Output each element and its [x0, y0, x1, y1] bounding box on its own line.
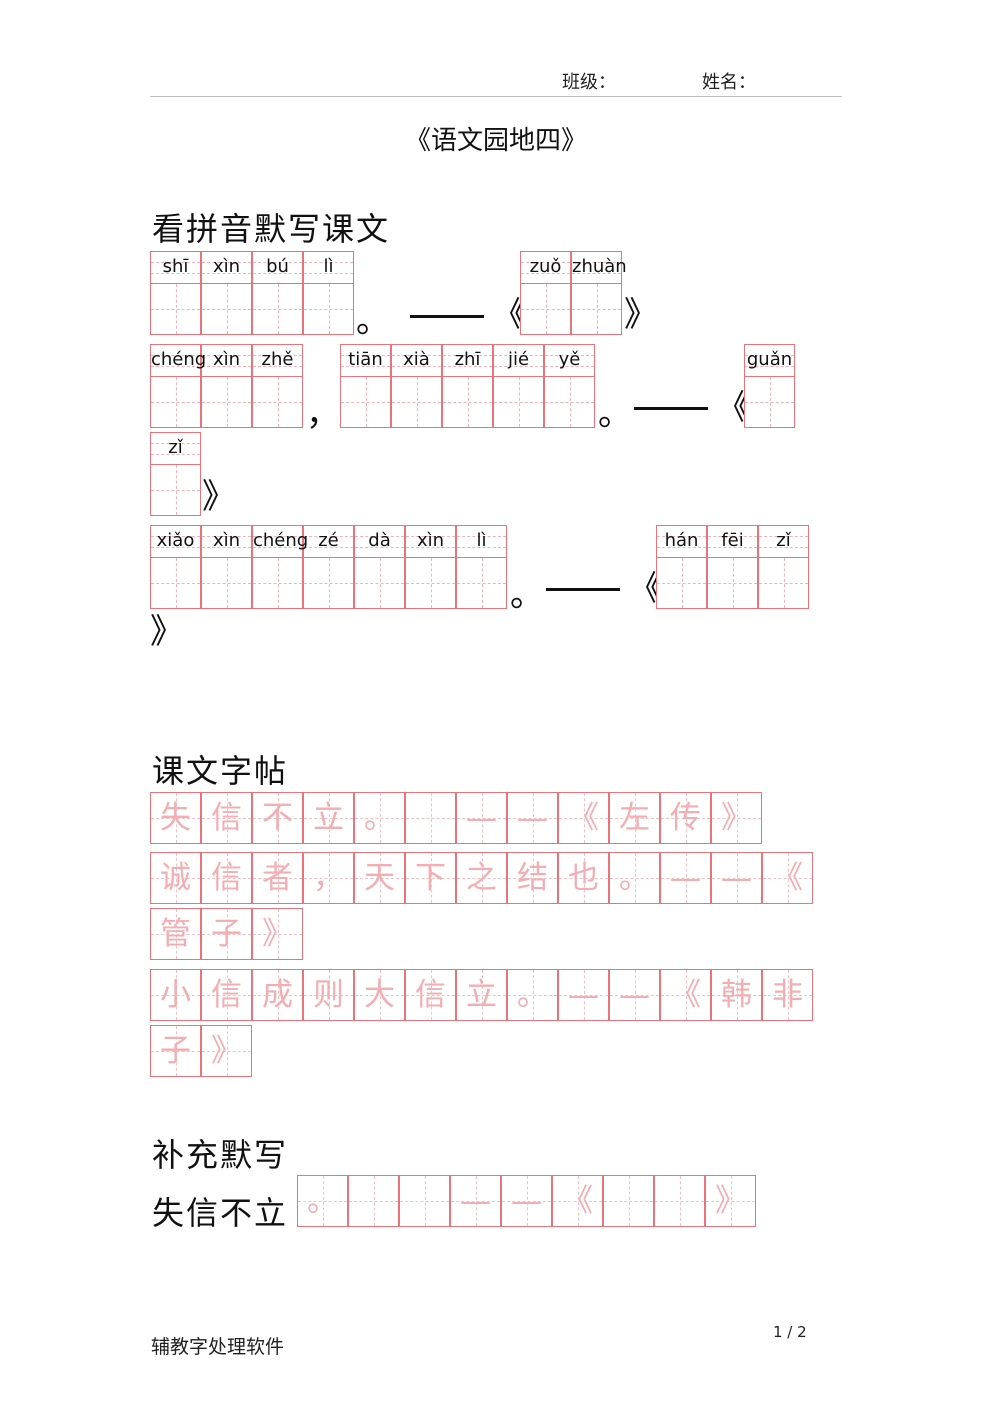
- copy-cell[interactable]: 左: [609, 792, 660, 844]
- copy-cell[interactable]: 成: [252, 969, 303, 1021]
- copy-cell[interactable]: —: [558, 969, 609, 1021]
- section-pinyin-heading: 看拼音默写课文: [152, 210, 391, 248]
- pinyin-box[interactable]: xiǎo: [150, 525, 201, 609]
- copy-cell[interactable]: —: [609, 969, 660, 1021]
- copy-cell[interactable]: 之: [456, 852, 507, 904]
- fill-cell[interactable]: [603, 1175, 654, 1227]
- copy-cell[interactable]: 下: [405, 852, 456, 904]
- page-number: 1 / 2: [773, 1323, 807, 1341]
- fill-cell[interactable]: —: [501, 1175, 552, 1227]
- pinyin-box[interactable]: zǐ: [758, 525, 809, 609]
- pinyin-box[interactable]: chéng: [150, 344, 206, 428]
- period-mark: 。: [510, 575, 544, 615]
- copy-cell[interactable]: 。: [609, 852, 660, 904]
- pinyin-box[interactable]: hán: [656, 525, 707, 609]
- pinyin-box[interactable]: tiān: [340, 344, 391, 428]
- copy-cell[interactable]: 韩: [711, 969, 762, 1021]
- copy-cell[interactable]: 。: [507, 969, 558, 1021]
- copy-cell[interactable]: 传: [660, 792, 711, 844]
- pinyin-box[interactable]: xià: [391, 344, 442, 428]
- section-fill-heading: 补充默写: [152, 1136, 289, 1174]
- pinyin-box[interactable]: zé: [303, 525, 354, 609]
- page-title: 《语文园地四》: [404, 126, 587, 156]
- copy-cell[interactable]: 大: [354, 969, 405, 1021]
- section-copy-heading: 课文字帖: [152, 752, 289, 790]
- fill-cell[interactable]: [348, 1175, 399, 1227]
- pinyin-box[interactable]: zhuàn: [571, 251, 627, 335]
- pinyin-box[interactable]: yě: [544, 344, 595, 428]
- copy-cell[interactable]: 立: [456, 969, 507, 1021]
- copy-cell[interactable]: 结: [507, 852, 558, 904]
- copy-cell[interactable]: 小: [150, 969, 201, 1021]
- copy-cell[interactable]: 。: [354, 792, 405, 844]
- copy-cell[interactable]: 立: [303, 792, 354, 844]
- period-mark: 。: [356, 301, 390, 341]
- period-mark: 。: [598, 394, 632, 434]
- fill-cell[interactable]: [654, 1175, 705, 1227]
- name-label: 姓名：: [702, 72, 756, 93]
- copy-cell[interactable]: 天: [354, 852, 405, 904]
- copy-cell[interactable]: 者: [252, 852, 303, 904]
- pinyin-box[interactable]: jié: [493, 344, 544, 428]
- copy-cell[interactable]: 《: [762, 852, 813, 904]
- copy-cell[interactable]: 《: [558, 792, 609, 844]
- pinyin-box[interactable]: lì: [456, 525, 507, 609]
- copy-cell[interactable]: 也: [558, 852, 609, 904]
- close-book-mark: 》: [624, 295, 658, 335]
- copy-cell[interactable]: —: [711, 852, 762, 904]
- fill-cell[interactable]: 》: [705, 1175, 756, 1227]
- pinyin-box[interactable]: xìn: [201, 525, 252, 609]
- copy-cell[interactable]: 信: [201, 792, 252, 844]
- fill-cell[interactable]: 。: [297, 1175, 348, 1227]
- copy-cell[interactable]: —: [507, 792, 558, 844]
- copy-cell[interactable]: ，: [303, 852, 354, 904]
- copy-cell[interactable]: 失: [150, 792, 201, 844]
- dash-line: [634, 407, 708, 410]
- dash-line: [410, 315, 484, 318]
- pinyin-box[interactable]: xìn: [201, 251, 252, 335]
- copy-cell[interactable]: 管: [150, 908, 201, 960]
- class-label: 班级：: [562, 72, 616, 93]
- pinyin-box[interactable]: guǎn: [744, 344, 795, 428]
- pinyin-box[interactable]: shī: [150, 251, 201, 335]
- pinyin-box[interactable]: fēi: [707, 525, 758, 609]
- copy-cell[interactable]: 则: [303, 969, 354, 1021]
- copy-cell[interactable]: 》: [201, 1025, 252, 1077]
- pinyin-box[interactable]: zuǒ: [520, 251, 571, 335]
- pinyin-box[interactable]: lì: [303, 251, 354, 335]
- copy-cell[interactable]: 》: [711, 792, 762, 844]
- copy-cell[interactable]: —: [660, 852, 711, 904]
- pinyin-box[interactable]: xìn: [405, 525, 456, 609]
- pinyin-box[interactable]: zhī: [442, 344, 493, 428]
- header-divider: [150, 96, 842, 97]
- comma-mark: ，: [306, 394, 340, 434]
- fill-cell[interactable]: —: [450, 1175, 501, 1227]
- pinyin-box[interactable]: chéng: [252, 525, 308, 609]
- pinyin-box[interactable]: xìn: [201, 344, 252, 428]
- copy-cell[interactable]: 不: [252, 792, 303, 844]
- copy-cell[interactable]: 信: [201, 852, 252, 904]
- close-book-mark: 》: [150, 612, 184, 652]
- pinyin-box[interactable]: zǐ: [150, 432, 201, 516]
- pinyin-box[interactable]: bú: [252, 251, 303, 335]
- pinyin-box[interactable]: dà: [354, 525, 405, 609]
- close-book-mark: 》: [202, 477, 236, 517]
- pinyin-box[interactable]: zhě: [252, 344, 303, 428]
- fill-cell[interactable]: 《: [552, 1175, 603, 1227]
- fill-cell[interactable]: [399, 1175, 450, 1227]
- copy-cell[interactable]: 诚: [150, 852, 201, 904]
- copy-cell[interactable]: 》: [252, 908, 303, 960]
- copy-cell[interactable]: 子: [150, 1025, 201, 1077]
- copy-cell[interactable]: 信: [405, 969, 456, 1021]
- footer-software-name: 辅教字处理软件: [151, 1336, 285, 1358]
- copy-cell[interactable]: 非: [762, 969, 813, 1021]
- copy-cell[interactable]: 《: [660, 969, 711, 1021]
- copy-cell[interactable]: —: [456, 792, 507, 844]
- copy-cell[interactable]: 子: [201, 908, 252, 960]
- dash-line: [546, 588, 620, 591]
- fill-prefix-text: 失信不立: [152, 1194, 289, 1232]
- copy-cell[interactable]: [405, 792, 456, 844]
- copy-cell[interactable]: 信: [201, 969, 252, 1021]
